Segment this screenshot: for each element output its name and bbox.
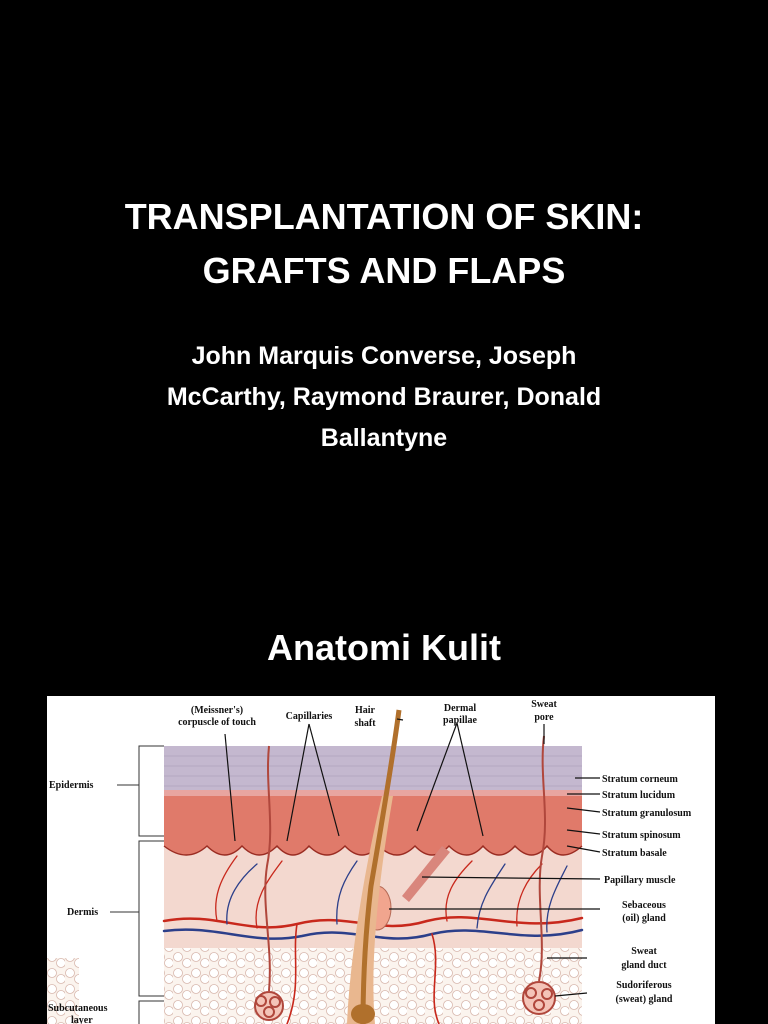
label-dermal-1: Dermal xyxy=(444,703,476,714)
capillary-loop-3 xyxy=(445,860,543,927)
label-sweat-pore-1: Sweat xyxy=(531,699,557,710)
label-subcutaneous-1: Subcutaneous xyxy=(48,1003,108,1014)
stratum-corneum-layer xyxy=(164,746,582,792)
sweat-duct-right xyxy=(538,735,546,982)
papillary-muscle xyxy=(402,846,450,902)
label-sudoriferous-1: Sudoriferous xyxy=(616,980,671,991)
label-papillary-muscle: Papillary muscle xyxy=(604,875,676,886)
sweat-duct-left xyxy=(264,745,272,992)
authors-line-1: John Marquis Converse, Joseph xyxy=(191,342,577,370)
label-sweat-duct-2: gland duct xyxy=(621,960,667,971)
label-hair-2: shaft xyxy=(354,718,376,729)
label-stratum-granulosum: Stratum granulosum xyxy=(602,808,692,819)
sudoriferous-gland-right xyxy=(522,981,556,1015)
slide-title: TRANSPLANTATION OF SKIN: GRAFTS AND FLAP… xyxy=(0,190,768,298)
authors-line-2: McCarthy, Raymond Braurer, Donald xyxy=(166,383,602,411)
sweat-glands xyxy=(254,735,556,1021)
slide-authors: John Marquis Converse, Joseph McCarthy, … xyxy=(84,336,684,459)
label-capillaries: Capillaries xyxy=(286,711,333,722)
authors-line-3: Ballantyne xyxy=(320,424,448,452)
label-sudoriferous-2: (sweat) gland xyxy=(616,994,673,1005)
corneum-lines xyxy=(164,755,582,787)
skin-layers xyxy=(47,746,583,1024)
hair-follicle xyxy=(347,709,450,1024)
label-hair-1: Hair xyxy=(355,705,376,716)
leader-lines xyxy=(224,718,601,997)
section-title: Anatomi Kulit xyxy=(267,627,501,668)
fat-left-block xyxy=(47,958,79,1024)
stratum-lucidum-layer xyxy=(164,790,582,796)
label-stratum-lucidum: Stratum lucidum xyxy=(602,790,676,801)
label-stratum-basale: Stratum basale xyxy=(602,848,667,859)
label-meissner-1: (Meissner's) xyxy=(191,705,243,716)
label-dermal-2: papillae xyxy=(443,715,477,726)
label-stratum-spinosum: Stratum spinosum xyxy=(602,830,681,841)
layer-brackets xyxy=(110,745,164,1024)
label-sebaceous-2: (oil) gland xyxy=(622,913,666,924)
label-epidermis: Epidermis xyxy=(49,780,94,791)
label-sebaceous-1: Sebaceous xyxy=(622,900,666,911)
capillary-loop-1 xyxy=(215,855,283,929)
label-subcutaneous-2: layer xyxy=(71,1015,93,1024)
sudoriferous-gland-left xyxy=(254,991,284,1021)
label-meissner-2: corpuscle of touch xyxy=(178,717,256,728)
capillary-loop-4 xyxy=(476,863,568,933)
skin-anatomy-svg: Epidermis Dermis Subcutaneous layer (Mei… xyxy=(47,699,692,1024)
label-dermis: Dermis xyxy=(67,907,98,918)
label-sweat-pore-2: pore xyxy=(534,712,554,723)
epidermis-layer xyxy=(164,792,582,855)
hair-bulb xyxy=(351,1004,375,1024)
label-sweat-duct-1: Sweat xyxy=(631,946,657,957)
capillary-loop-2 xyxy=(226,860,358,925)
label-stratum-corneum: Stratum corneum xyxy=(602,774,678,785)
hair-shaft xyxy=(360,709,402,1024)
slide-title-line-1: TRANSPLANTATION OF SKIN: xyxy=(124,196,644,237)
slide-title-line-2: GRAFTS AND FLAPS xyxy=(202,250,566,291)
deep-branch xyxy=(286,923,440,1024)
skin-anatomy-diagram: Epidermis Dermis Subcutaneous layer (Mei… xyxy=(47,696,715,1024)
